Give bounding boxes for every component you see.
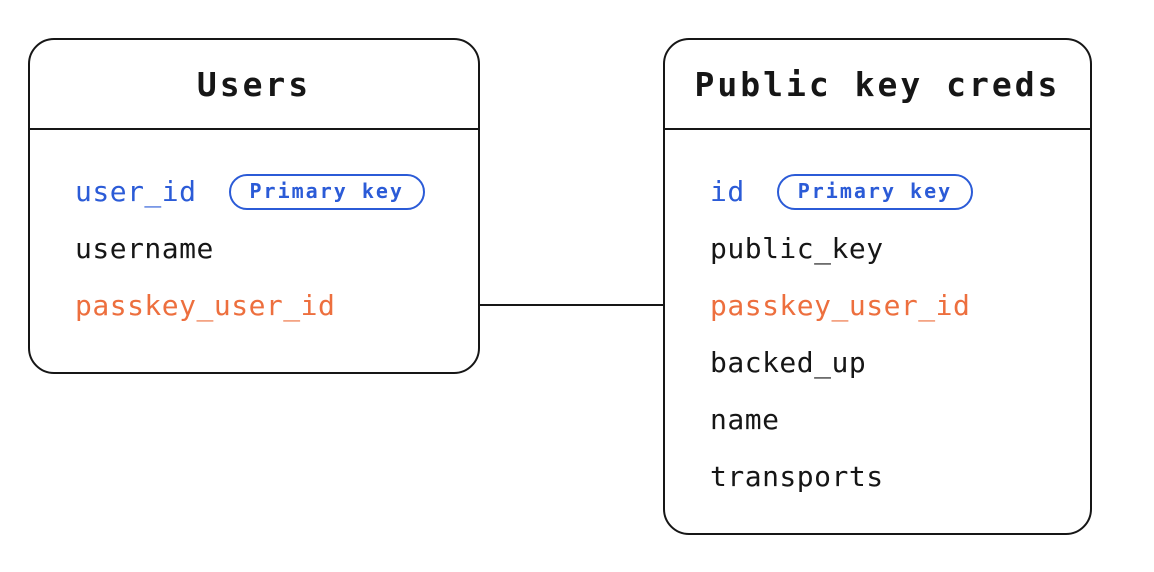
field-name-id: id bbox=[710, 175, 745, 208]
field-row-transports: transports bbox=[710, 448, 1090, 505]
field-name-name: name bbox=[710, 403, 780, 436]
field-name-username: username bbox=[75, 232, 214, 265]
field-name-passkey-user-id: passkey_user_id bbox=[710, 289, 971, 322]
primary-key-badge: Primary key bbox=[228, 173, 425, 210]
field-row-passkey-user-id: passkey_user_id bbox=[75, 277, 478, 334]
field-name-passkey-user-id: passkey_user_id bbox=[75, 289, 336, 322]
table-users-fields: user_id Primary key username passkey_use… bbox=[30, 130, 478, 334]
relationship-line bbox=[480, 304, 663, 306]
table-public-key-creds-title: Public key creds bbox=[694, 64, 1061, 104]
field-row-name: name bbox=[710, 391, 1090, 448]
field-row-username: username bbox=[75, 220, 478, 277]
field-name-backed-up: backed_up bbox=[710, 346, 867, 379]
primary-key-badge: Primary key bbox=[776, 173, 974, 210]
field-name-public-key: public_key bbox=[710, 232, 884, 265]
field-row-backed-up: backed_up bbox=[710, 334, 1090, 391]
field-row-id: id Primary key bbox=[710, 163, 1090, 220]
table-public-key-creds-fields: id Primary key public_key passkey_user_i… bbox=[665, 130, 1090, 505]
table-public-key-creds: Public key creds id Primary key public_k… bbox=[663, 38, 1092, 535]
table-public-key-creds-header: Public key creds bbox=[665, 40, 1090, 130]
field-name-user-id: user_id bbox=[75, 175, 197, 208]
field-row-user-id: user_id Primary key bbox=[75, 163, 478, 220]
field-row-public-key: public_key bbox=[710, 220, 1090, 277]
table-users: Users user_id Primary key username passk… bbox=[28, 38, 480, 374]
field-row-passkey-user-id: passkey_user_id bbox=[710, 277, 1090, 334]
table-users-title: Users bbox=[196, 64, 312, 104]
table-users-header: Users bbox=[30, 40, 478, 130]
field-name-transports: transports bbox=[710, 460, 884, 493]
